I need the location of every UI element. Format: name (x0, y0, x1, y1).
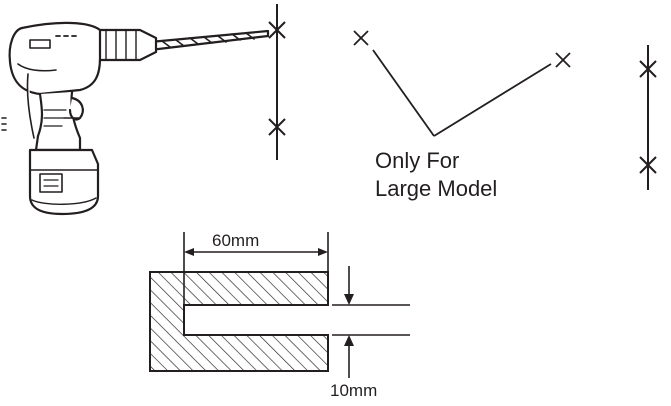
gap-dimension (332, 266, 410, 378)
large-model-note-line1: Only For (375, 148, 460, 173)
x-mark-icon (639, 60, 657, 78)
width-dimension-label: 60mm (212, 231, 260, 250)
power-drill-icon (1, 21, 270, 216)
large-model-note-line2: Large Model (375, 176, 498, 201)
x-mark-icon (555, 52, 571, 68)
x-mark-icon (268, 21, 286, 39)
gap-dimension-label: 10mm (330, 381, 378, 400)
width-dimension (183, 232, 329, 305)
wall-section (149, 271, 329, 372)
v-guide-line (372, 49, 552, 137)
x-mark-icon (353, 30, 369, 46)
x-mark-icon (639, 156, 657, 174)
x-mark-icon (268, 118, 286, 136)
